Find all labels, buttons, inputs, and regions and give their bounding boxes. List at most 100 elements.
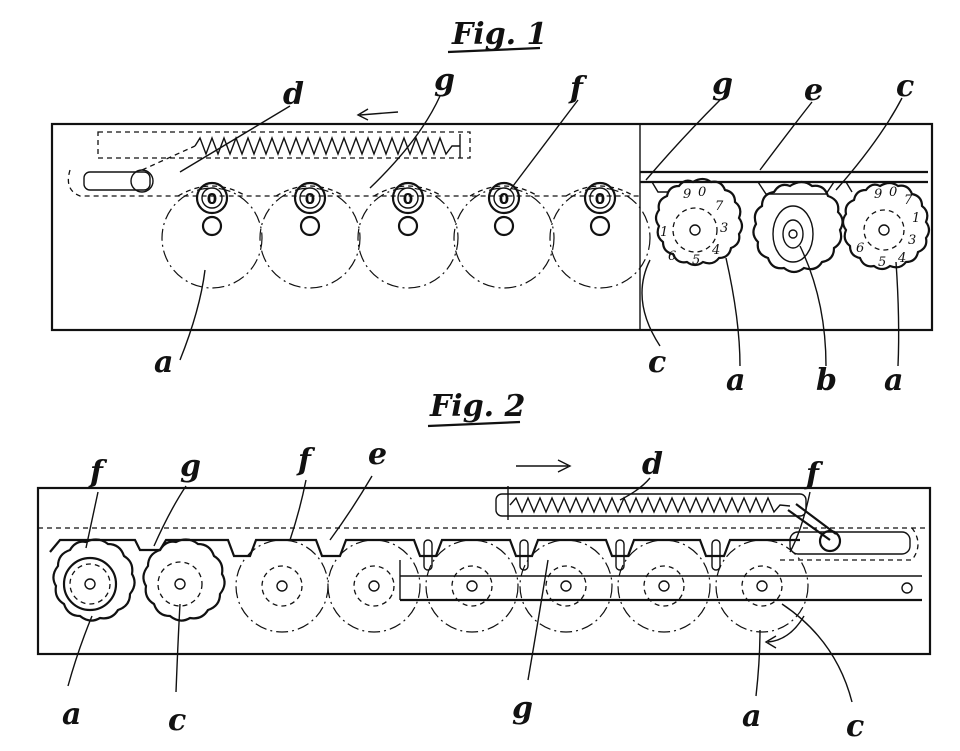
- fig1-zero-3: 0: [403, 190, 413, 208]
- fig1-label-b: b: [816, 363, 837, 398]
- fig2-wheel-2: [142, 538, 226, 622]
- fig2-slider-screw: [901, 582, 913, 594]
- fig1-wheel-1: [161, 181, 263, 289]
- fig2-wheel-6: [519, 539, 613, 633]
- fig2-spring: [509, 496, 791, 514]
- fig2-label-a1: a: [62, 697, 81, 732]
- fig1-zero-4: 0: [499, 190, 509, 208]
- fig1-wheel-3: [357, 181, 459, 289]
- fig1-label-c1: c: [896, 69, 914, 104]
- fig1-zero-2: 0: [305, 190, 315, 208]
- fig2-pawl-4: [711, 539, 721, 571]
- fig1-digit-r7: 5: [878, 255, 886, 270]
- fig1-digit-l8: 1: [660, 225, 668, 240]
- fig1-rail-notch-3: [845, 181, 853, 193]
- fig1-leader-f: [509, 99, 579, 191]
- fig2-label-f2: f: [296, 443, 316, 478]
- fig2-leader-f1: [85, 491, 99, 549]
- figure-1: Fig. 1: [50, 17, 934, 398]
- fig2-spring-housing: [495, 493, 807, 517]
- fig2-wheel-4: [327, 539, 421, 633]
- fig1-label-c2: c: [648, 345, 666, 380]
- fig2-leader-f3: [789, 491, 811, 553]
- fig2-slot: [789, 531, 911, 555]
- fig1-arrowhead: [356, 108, 369, 121]
- fig2-title: Fig. 2: [429, 389, 525, 424]
- fig2-pawl-1: [423, 539, 433, 571]
- figure-2: Fig. 2: [36, 389, 932, 744]
- fig2-leader-f2: [289, 479, 307, 541]
- fig1-digit-l5: 4: [711, 243, 720, 258]
- fig1-zero-5: 0: [595, 190, 605, 208]
- fig2-wheel-1: [52, 538, 136, 622]
- fig1-cam-3: [373, 185, 443, 197]
- fig1-zero-1: 0: [207, 190, 217, 208]
- fig1-digit-l3: 7: [715, 199, 724, 214]
- fig1-digit-l6: 5: [692, 253, 700, 268]
- fig1-arrow: [359, 111, 399, 116]
- fig2-arrowhead: [557, 459, 572, 473]
- fig1-cam-5: [565, 185, 635, 197]
- fig1-label-f: f: [568, 71, 588, 106]
- fig1-label-a2: a: [726, 363, 745, 398]
- fig2-lever-edge: [795, 503, 837, 535]
- fig1-label-g2: g: [712, 67, 733, 102]
- fig2-plate: [36, 486, 932, 656]
- fig2-leader-g2: [527, 559, 549, 681]
- fig2-leader-a2: [755, 629, 761, 697]
- fig1-leader-a1: [179, 269, 206, 361]
- fig1-dial-wheel-right: [841, 181, 931, 271]
- fig1-slot-outline: [67, 169, 640, 197]
- fig2-label-e: e: [368, 437, 387, 472]
- fig1-leader-e: [759, 101, 813, 171]
- fig1-leader-g1: [369, 95, 441, 189]
- fig1-digit-l2: 0: [698, 185, 706, 200]
- fig2-rotation-arrowhead: [764, 635, 777, 649]
- fig1-spring-link: [141, 145, 196, 171]
- fig1-digit-r5: 3: [908, 233, 916, 248]
- fig1-label-d: d: [283, 77, 304, 112]
- fig2-label-g1: g: [180, 449, 201, 484]
- fig1-cam-4: [469, 185, 539, 197]
- fig1-leader-a3: [895, 261, 900, 367]
- fig2-label-a2: a: [742, 699, 761, 734]
- fig2-wheel-3: [235, 539, 329, 633]
- fig1-label-g1: g: [434, 63, 455, 98]
- fig1-dial-digits-right: 9 0 7 1 3 4 5 6: [856, 185, 920, 270]
- fig2-label-c1: c: [168, 703, 186, 738]
- fig1-leader-d: [179, 105, 291, 173]
- fig2-leader-d: [619, 477, 651, 501]
- fig1-cam-1: [177, 185, 247, 197]
- fig1-plate: [50, 122, 934, 332]
- fig1-digit-l4: 3: [720, 221, 728, 236]
- fig2-wheel-5: [425, 539, 519, 633]
- fig2-pawl-2: [519, 539, 529, 571]
- fig1-dial-wheel-left: [654, 177, 744, 267]
- fig1-rail-notch-1: [651, 181, 668, 193]
- fig1-digit-r1: 9: [874, 187, 882, 202]
- fig1-leader-c1: [835, 97, 903, 191]
- fig2-leader-g1: [153, 485, 187, 547]
- fig1-digit-r4: 1: [912, 211, 920, 226]
- fig2-leader-a1: [67, 615, 93, 687]
- fig1-leader-c2: [641, 259, 661, 347]
- fig1-digit-l1: 9: [683, 187, 691, 202]
- fig1-slot: [83, 171, 151, 191]
- fig1-cam-2: [275, 185, 345, 197]
- fig1-spring: [194, 136, 460, 156]
- fig2-label-c2: c: [846, 709, 864, 744]
- fig1-digit-r2: 0: [889, 185, 897, 200]
- fig2-slot-outline: [780, 527, 919, 561]
- fig2-lever-pin: [818, 529, 842, 553]
- fig1-rail-notch-2: [757, 181, 835, 195]
- fig1-wheel-2: [259, 181, 361, 289]
- fig1-digit-r3: 7: [904, 193, 913, 208]
- fig1-cam-wheel-b: [752, 180, 844, 274]
- fig1-leader-a2: [725, 257, 741, 367]
- fig2-label-g2: g: [512, 691, 533, 726]
- fig1-label-a3: a: [884, 363, 903, 398]
- fig1-leader-b: [799, 245, 827, 367]
- fig1-spring-housing: [97, 131, 471, 159]
- fig1-dial-digits-left: 9 0 7 3 4 5 6 1: [660, 185, 728, 268]
